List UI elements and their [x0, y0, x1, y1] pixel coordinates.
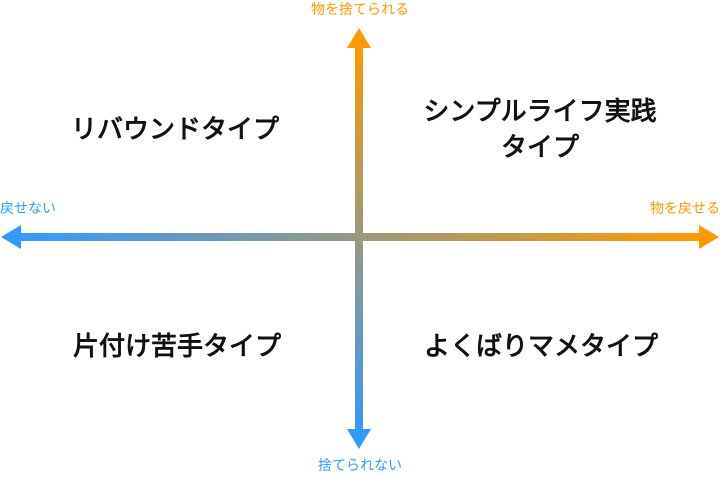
quadrant-top-right-line2: タイプ: [500, 133, 580, 163]
axis-label-bottom: 捨てられない: [318, 458, 402, 474]
axis-label-right: 物を戻せる: [650, 201, 720, 217]
up-arrow-icon: [347, 28, 371, 48]
axis-label-left: 戻せない: [0, 201, 56, 217]
quadrant-bottom-right: よくばりマメタイプ: [423, 332, 659, 362]
axis-label-top: 物を捨てられる: [311, 2, 409, 18]
horizontal-axis: [1, 225, 719, 249]
left-arrow-icon: [1, 225, 21, 249]
quadrant-top-left: リバウンドタイプ: [70, 115, 280, 145]
down-arrow-icon: [347, 429, 371, 449]
right-arrow-icon: [699, 225, 719, 249]
quadrant-top-right: シンプルライフ実践 タイプ: [423, 94, 656, 166]
quadrant-top-right-line1: シンプルライフ実践: [423, 97, 657, 127]
quadrant-bottom-left: 片付け苦手タイプ: [72, 332, 282, 362]
